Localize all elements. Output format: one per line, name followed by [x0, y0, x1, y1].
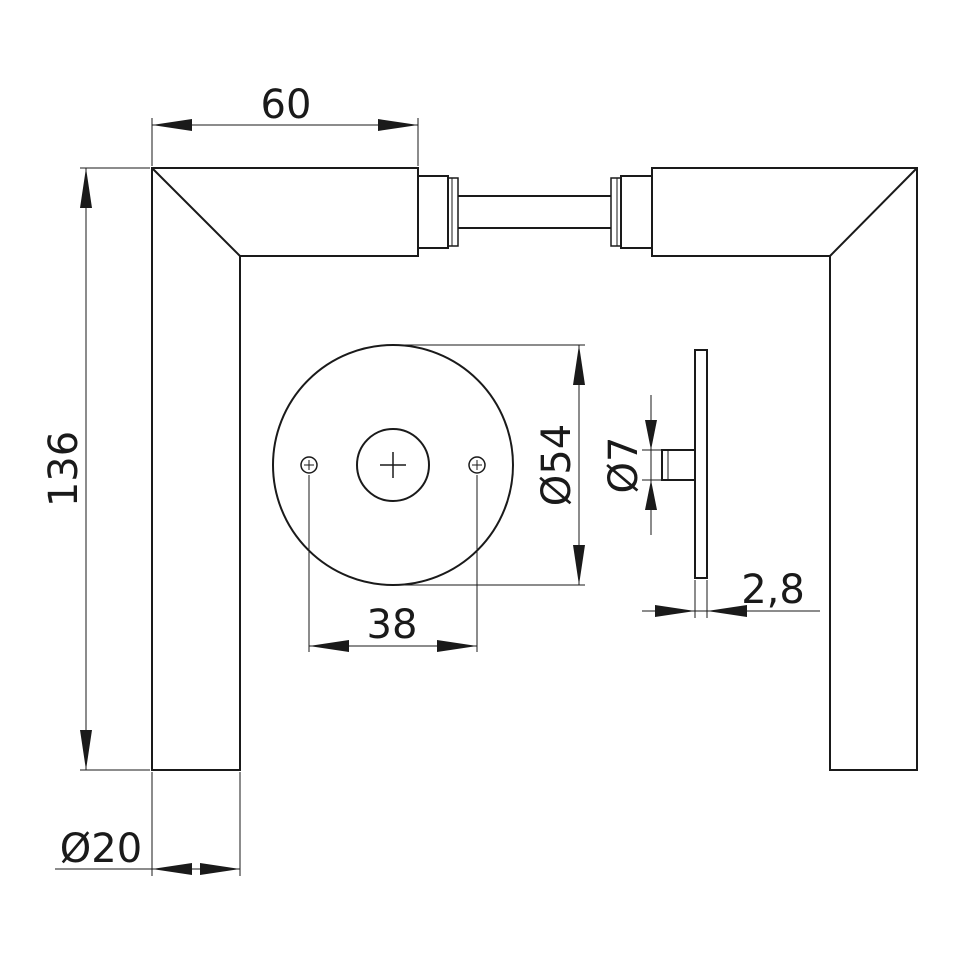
dim-handle-height: 136 — [41, 167, 150, 771]
screw-hole-right — [468, 456, 486, 474]
dim-hole-spacing: 38 — [308, 475, 478, 652]
screw-hole-left — [300, 456, 318, 474]
dim-rod-diameter-label: Ø20 — [60, 826, 142, 872]
dim-spindle-diameter-label: Ø7 — [601, 437, 647, 494]
dim-rosette-thickness-label: 2,8 — [741, 567, 805, 613]
rosette-side-view — [661, 349, 708, 579]
dim-handle-length-label: 60 — [261, 82, 312, 128]
dim-rosette-thickness: 2,8 — [642, 567, 820, 618]
dim-rosette-diameter-label: Ø54 — [534, 424, 580, 506]
spindle-connector — [417, 175, 653, 249]
right-lever-handle — [651, 167, 918, 771]
dim-rod-diameter: Ø20 — [55, 772, 241, 876]
dim-rosette-diameter: Ø54 — [393, 344, 585, 586]
dim-spindle-diameter: Ø7 — [601, 395, 662, 535]
dim-handle-length: 60 — [151, 82, 419, 166]
dim-hole-spacing-label: 38 — [367, 602, 418, 648]
left-lever-handle — [151, 167, 419, 771]
dim-handle-height-label: 136 — [41, 431, 87, 507]
